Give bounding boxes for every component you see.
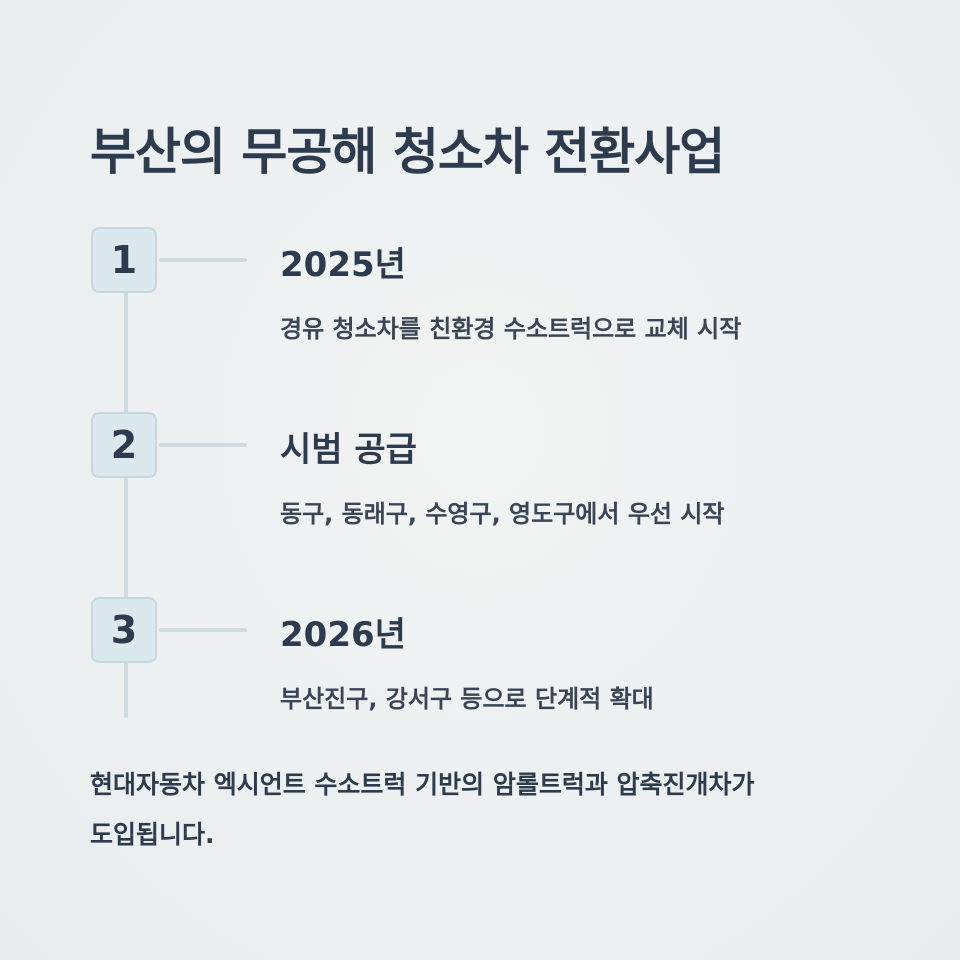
step-description: 경유 청소차를 친환경 수소트럭으로 교체 시작 <box>280 315 742 343</box>
timeline-vertical-line <box>124 262 128 718</box>
step-connector-line <box>159 443 247 447</box>
step-description: 부산진구, 강서구 등으로 단계적 확대 <box>280 685 654 713</box>
step-heading: 시범 공급 <box>280 430 417 470</box>
step-description: 동구, 동래구, 수영구, 영도구에서 우선 시작 <box>280 500 725 528</box>
footer-line-1: 현대자동차 엑시언트 수소트럭 기반의 암롤트럭과 압축진개차가 <box>90 770 755 799</box>
timeline-step-3: 3 2026년 부산진구, 강서구 등으로 단계적 확대 <box>0 597 960 713</box>
step-number-badge: 2 <box>91 412 157 478</box>
footer-line-2: 도입됩니다. <box>90 820 215 849</box>
step-number-badge: 1 <box>91 227 157 293</box>
page-title: 부산의 무공해 청소차 전환사업 <box>90 123 725 181</box>
step-number-badge: 3 <box>91 597 157 663</box>
timeline-step-2: 2 시범 공급 동구, 동래구, 수영구, 영도구에서 우선 시작 <box>0 412 960 528</box>
step-heading: 2025년 <box>280 245 406 285</box>
timeline-step-1: 1 2025년 경유 청소차를 친환경 수소트럭으로 교체 시작 <box>0 227 960 343</box>
step-connector-line <box>159 258 247 262</box>
step-connector-line <box>159 628 247 632</box>
footer-note: 현대자동차 엑시언트 수소트럭 기반의 암롤트럭과 압축진개차가 도입됩니다. <box>90 760 890 860</box>
step-heading: 2026년 <box>280 615 406 655</box>
